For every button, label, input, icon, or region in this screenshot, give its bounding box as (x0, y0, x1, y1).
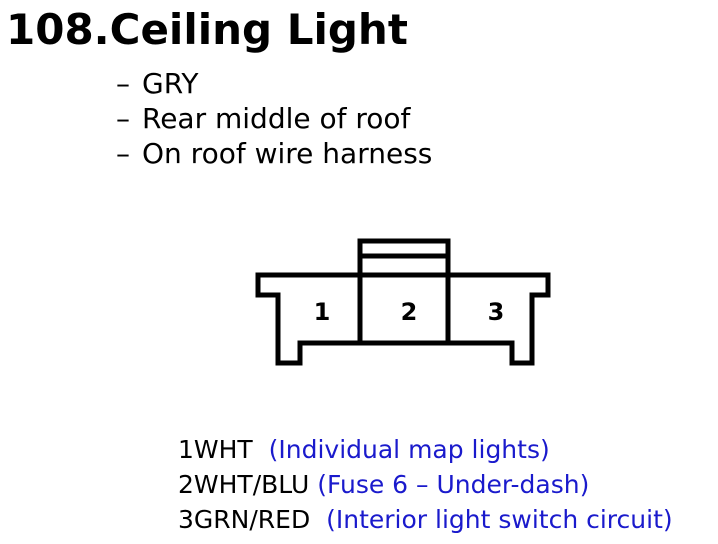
pin-description: (Individual map lights) (268, 435, 550, 464)
pin-wire: 2WHT/BLU (178, 470, 310, 499)
bullet-dash: – (116, 102, 130, 135)
page-title: 108.Ceiling Light (6, 5, 408, 54)
info-text: GRY (142, 67, 199, 100)
pin-label-3: 3 (488, 298, 505, 326)
pin-assignment-list: 1WHT (Individual map lights) 2WHT/BLU (F… (178, 432, 673, 537)
info-item-location: –Rear middle of roof (116, 101, 432, 136)
info-item-color: –GRY (116, 66, 432, 101)
pin-label-2: 2 (401, 298, 418, 326)
pin-description: (Fuse 6 – Under-dash) (317, 470, 590, 499)
pin-row-2: 2WHT/BLU (Fuse 6 – Under-dash) (178, 467, 673, 502)
pin-wire: 1WHT (178, 435, 253, 464)
connector-housing-outline (255, 272, 551, 366)
pin-row-3: 3GRN/RED (Interior light switch circuit) (178, 502, 673, 537)
pin-label-1: 1 (314, 298, 331, 326)
connector-info-list: –GRY –Rear middle of roof –On roof wire … (116, 66, 432, 171)
info-text: Rear middle of roof (142, 102, 411, 135)
pin-row-1: 1WHT (Individual map lights) (178, 432, 673, 467)
bullet-dash: – (116, 67, 130, 100)
pin-wire: 3GRN/RED (178, 505, 311, 534)
bullet-dash: – (116, 137, 130, 170)
info-item-harness: –On roof wire harness (116, 136, 432, 171)
info-text: On roof wire harness (142, 137, 433, 170)
pin-description: (Interior light switch circuit) (326, 505, 673, 534)
